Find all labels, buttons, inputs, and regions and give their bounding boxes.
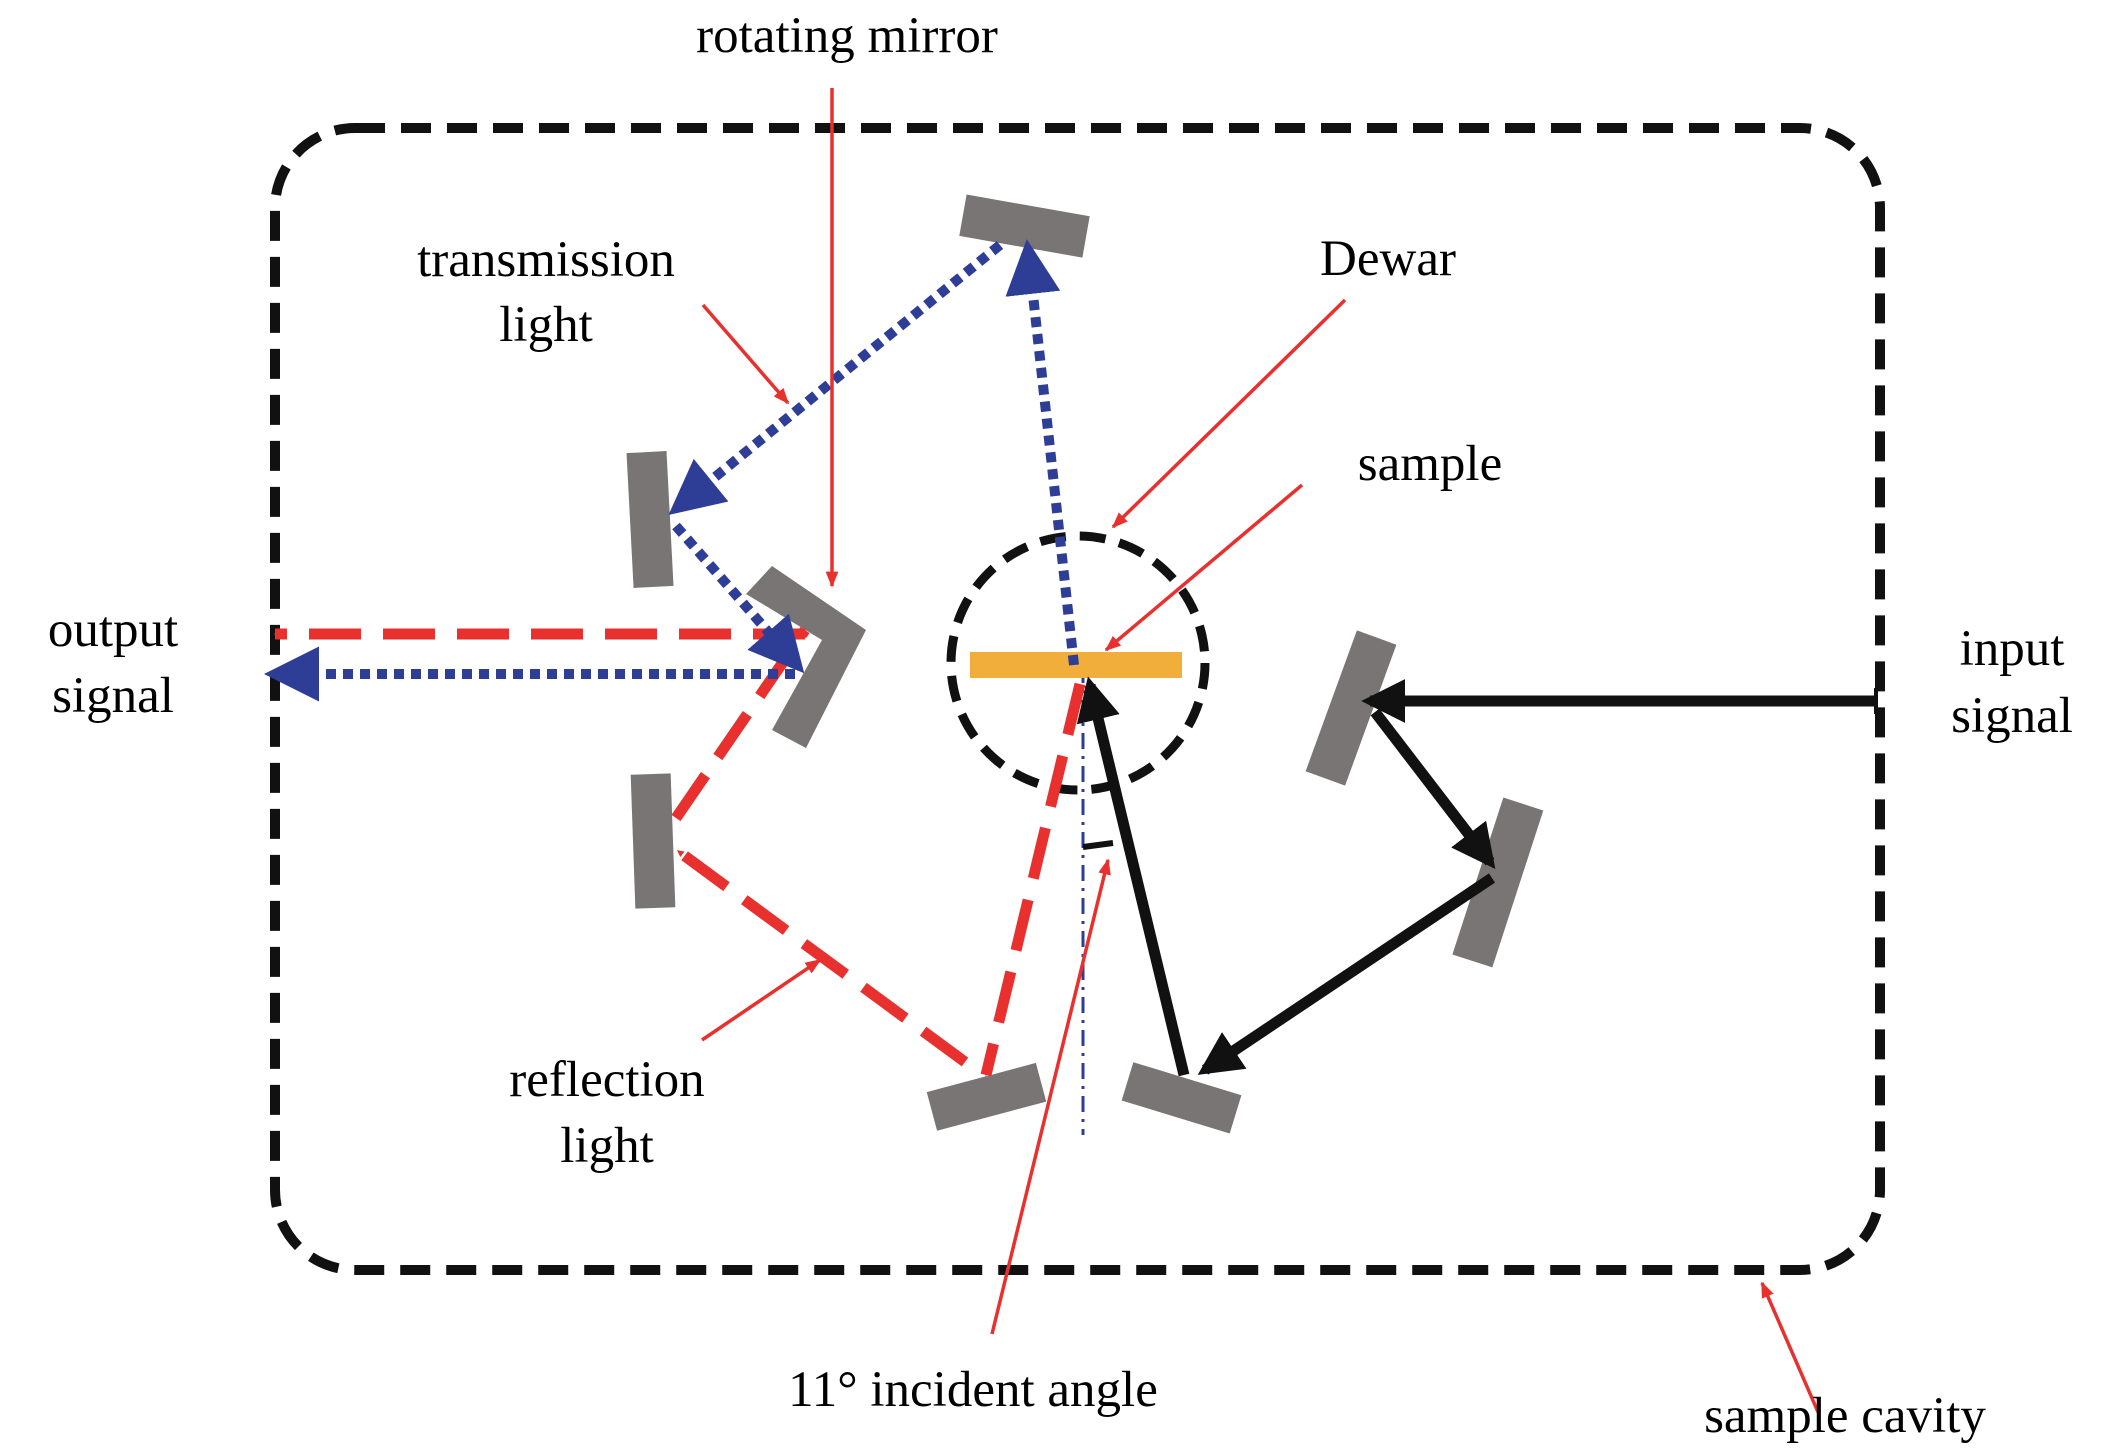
input-beam-segment-4: [1076, 676, 1190, 1077]
label-input-signal-1: input: [1960, 621, 2065, 677]
reflection-beam-1: [980, 682, 1086, 1077]
reflection-beam-2: [674, 846, 969, 1067]
mirror-bottom-right: [1121, 1062, 1242, 1134]
incident-angle-tick: [1082, 840, 1114, 850]
callout-sample-cavity: [1760, 1281, 1820, 1413]
callout-incident-angle: [990, 858, 1111, 1335]
dewar-circle: [946, 531, 1210, 795]
label-incident-angle: 11° incident angle: [788, 1362, 1158, 1418]
label-reflection-light-1: reflection: [509, 1052, 704, 1108]
label-transmission-light-2: light: [499, 297, 593, 353]
label-sample: sample: [1358, 436, 1502, 492]
mirror-left-lower: [630, 773, 676, 909]
label-transmission-light-1: transmission: [417, 232, 675, 288]
label-output-signal-1: output: [48, 602, 178, 658]
input-beam-segment-3: [1197, 873, 1496, 1075]
label-output-signal-2: signal: [52, 668, 174, 724]
transmission-beam-1: [1005, 239, 1079, 666]
label-input-signal-2: signal: [1951, 688, 2073, 744]
label-rotating-mirror: rotating mirror: [696, 8, 998, 64]
input-beam-segment-2: [1370, 708, 1496, 869]
label-sample-cavity: sample cavity: [1704, 1388, 1986, 1444]
mirror-input-1: [1305, 630, 1397, 786]
callout-dewar: [1111, 298, 1347, 529]
label-reflection-light-2: light: [560, 1118, 654, 1174]
mirror-top: [959, 194, 1090, 258]
mirror-bottom-left: [926, 1062, 1047, 1131]
callout-transmission-light: [701, 303, 790, 405]
label-dewar: Dewar: [1320, 231, 1456, 287]
transmission-beam-3: [672, 522, 805, 674]
mirror-input-2: [1452, 797, 1544, 968]
mirror-left-upper: [626, 451, 674, 588]
callout-sample: [1104, 483, 1304, 652]
transmission-beam-2: [668, 241, 1004, 515]
callout-reflection-light: [701, 958, 822, 1042]
rotating-mirror: [746, 566, 866, 748]
